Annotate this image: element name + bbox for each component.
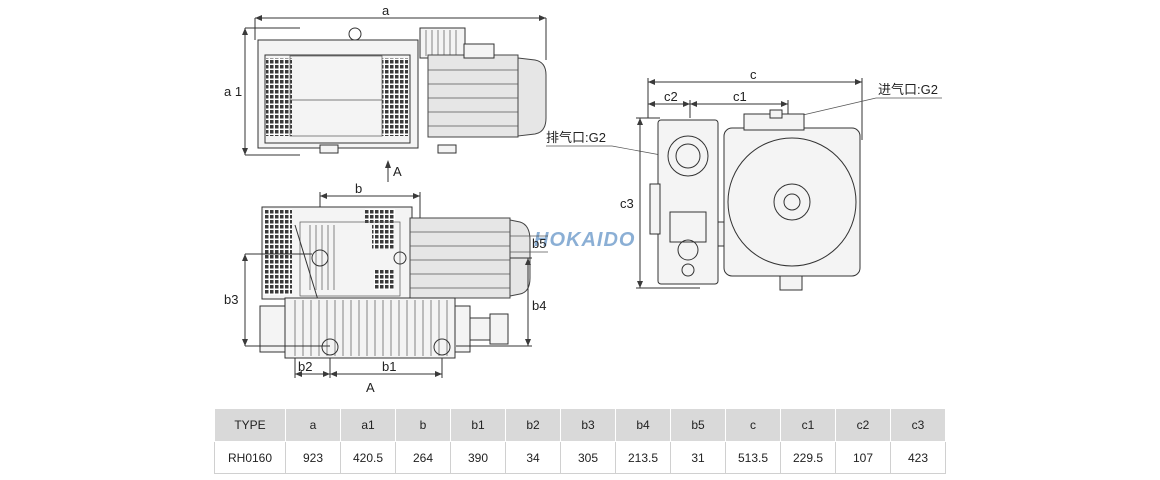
table-cell: 213.5	[615, 441, 671, 474]
table-cell: 107	[835, 441, 891, 474]
table-cell: 423	[890, 441, 946, 474]
table-cell: 923	[285, 441, 341, 474]
col-header: b1	[450, 408, 506, 442]
dim-label-b1: b1	[382, 359, 396, 374]
col-header: c	[725, 408, 781, 442]
dim-label-b4: b4	[532, 298, 546, 313]
watermark-logo: HOKAIDO	[534, 229, 635, 251]
dim-label-a: a	[382, 3, 390, 18]
top-view: a a 1	[224, 3, 547, 182]
dim-label-c1: c1	[733, 89, 747, 104]
col-header: b5	[670, 408, 726, 442]
table-cell: 390	[450, 441, 506, 474]
side-view: c c2 c1 进气口:G2 排气口:G2 c3	[546, 67, 942, 291]
table-cell: 31	[670, 441, 726, 474]
col-header: b2	[505, 408, 561, 442]
table-cell: 420.5	[340, 441, 396, 474]
col-header: b3	[560, 408, 616, 442]
arrow-label-a-bottom: A	[366, 380, 375, 395]
arrow-label-a-top: A	[393, 164, 402, 179]
col-header: b4	[615, 408, 671, 442]
dim-label-b5: b5	[532, 236, 546, 251]
col-header: c2	[835, 408, 891, 442]
table-cell: RH0160	[214, 441, 286, 474]
technical-drawing: a a 1	[224, 3, 942, 395]
dim-label-b3: b3	[224, 292, 238, 307]
table-cell: 513.5	[725, 441, 781, 474]
dim-label-b2: b2	[298, 359, 312, 374]
col-header: c3	[890, 408, 946, 442]
dim-label-a1: a 1	[224, 84, 242, 99]
table-row: RH0160 923 420.5 264 390 34 305 213.5 31…	[214, 441, 946, 474]
col-header: b	[395, 408, 451, 442]
col-header: TYPE	[214, 408, 286, 442]
col-header: c1	[780, 408, 836, 442]
spec-table: TYPE a a1 b b1 b2 b3 b4 b5 c c1 c2 c3 RH…	[214, 408, 946, 474]
table-cell: 229.5	[780, 441, 836, 474]
exhaust-callout: 排气口:G2	[546, 130, 606, 145]
inlet-callout: 进气口:G2	[878, 82, 938, 97]
table-header-row: TYPE a a1 b b1 b2 b3 b4 b5 c c1 c2 c3	[214, 408, 946, 442]
dim-label-c3: c3	[620, 196, 634, 211]
table-cell: 305	[560, 441, 616, 474]
col-header: a	[285, 408, 341, 442]
dim-label-b: b	[355, 181, 362, 196]
table-cell: 264	[395, 441, 451, 474]
dim-label-c: c	[750, 67, 757, 82]
dim-label-c2: c2	[664, 89, 678, 104]
col-header: a1	[340, 408, 396, 442]
table-cell: 34	[505, 441, 561, 474]
front-view: b HOKAIDO b5	[224, 181, 635, 395]
